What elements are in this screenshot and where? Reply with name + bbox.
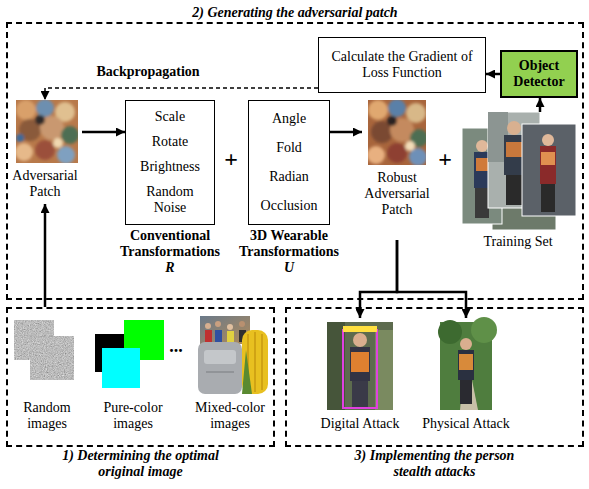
connector-arrow xyxy=(82,131,125,134)
connector-arrow xyxy=(44,204,47,307)
image-node: Adversarial Patch xyxy=(8,100,82,204)
heading-area: Conventional TransformationsR xyxy=(115,228,225,276)
transform-item: Brightness xyxy=(140,159,200,175)
transform-item: Angle xyxy=(272,111,306,127)
heading-area: 3D Wearable TransformationsU xyxy=(234,228,344,276)
image-node: Physical Attack xyxy=(418,318,514,442)
transform-item: Rotate xyxy=(152,134,189,150)
free-label: + xyxy=(224,146,238,173)
edge-label: Backpropagation xyxy=(94,64,201,80)
transform-item: Random Noise xyxy=(135,184,205,216)
transform-item: Radian xyxy=(269,169,309,185)
image-label: Adversarial Patch xyxy=(8,168,82,200)
connector-arrow xyxy=(486,73,500,76)
image-node: Training Set xyxy=(458,112,578,252)
region-caption: 2) Generating the adversarial patch xyxy=(192,5,397,21)
transform-item: Fold xyxy=(276,140,302,156)
image-node: Pure-color images xyxy=(92,316,174,442)
free-label: ... xyxy=(169,336,183,357)
image-node: Robust Adversarial Patch xyxy=(362,100,432,240)
transform-box: AngleFoldRadianOcclusion3D Wearable Tran… xyxy=(248,100,330,225)
image-label-area: Adversarial Patch xyxy=(8,168,82,200)
transform-item: Scale xyxy=(155,109,185,125)
mixed-color-images xyxy=(198,316,268,394)
detector-box: Object Detector xyxy=(500,50,578,98)
image-label: Random images xyxy=(10,400,84,432)
image-label-area: Robust Adversarial Patch xyxy=(362,170,432,218)
process-box: Calculate the Gradient of Loss Function xyxy=(318,37,486,93)
image-label: Robust Adversarial Patch xyxy=(362,170,432,218)
robust-patch-image xyxy=(368,100,426,165)
image-label: Physical Attack xyxy=(418,416,514,432)
image-label: Digital Attack xyxy=(310,416,410,432)
dashed-region: 2) Generating the adversarial patchCalcu… xyxy=(6,22,584,300)
image-label: Pure-color images xyxy=(92,400,174,432)
transform-item: Occlusion xyxy=(261,198,318,214)
connector-arrow xyxy=(539,98,542,112)
image-label-area: Physical Attack xyxy=(418,416,514,432)
image-node: Digital Attack xyxy=(310,318,410,442)
training-set-photos xyxy=(462,112,576,230)
image-label-area: Training Set xyxy=(458,234,578,250)
digital-attack-image xyxy=(327,322,393,410)
physical-attack-image xyxy=(438,317,497,410)
symbol-label: U xyxy=(234,260,344,276)
free-label: + xyxy=(438,146,452,173)
adversarial-patch-image xyxy=(16,100,78,163)
image-node: Mixed-color images xyxy=(190,316,270,442)
connector-arrow xyxy=(330,131,362,134)
transform-box: ScaleRotateBrightnessRandom NoiseConvent… xyxy=(125,100,215,225)
box-label: Object Detector xyxy=(505,58,573,90)
box-label: Calculate the Gradient of Loss Function xyxy=(323,49,481,81)
random-noise-images xyxy=(14,320,74,380)
image-label-area: Pure-color images xyxy=(92,400,174,432)
symbol-label: R xyxy=(115,260,225,276)
heading-label: 3D Wearable Transformations xyxy=(234,228,344,260)
image-label: Training Set xyxy=(458,234,578,250)
region-caption: 3) Implementing the person stealth attac… xyxy=(335,448,535,480)
heading-label: Conventional Transformations xyxy=(115,228,225,260)
dashed-region: 3) Implementing the person stealth attac… xyxy=(285,307,584,447)
connector-arrow xyxy=(45,88,318,100)
image-label: Mixed-color images xyxy=(190,400,270,432)
image-label-area: Digital Attack xyxy=(310,416,410,432)
dashed-region: 1) Determining the optimal original imag… xyxy=(6,307,275,447)
image-label-area: Mixed-color images xyxy=(190,400,270,432)
region-caption: 1) Determining the optimal original imag… xyxy=(41,448,241,480)
image-node: Random images xyxy=(10,316,84,442)
image-label-area: Random images xyxy=(10,400,84,432)
pure-color-images xyxy=(95,320,164,388)
